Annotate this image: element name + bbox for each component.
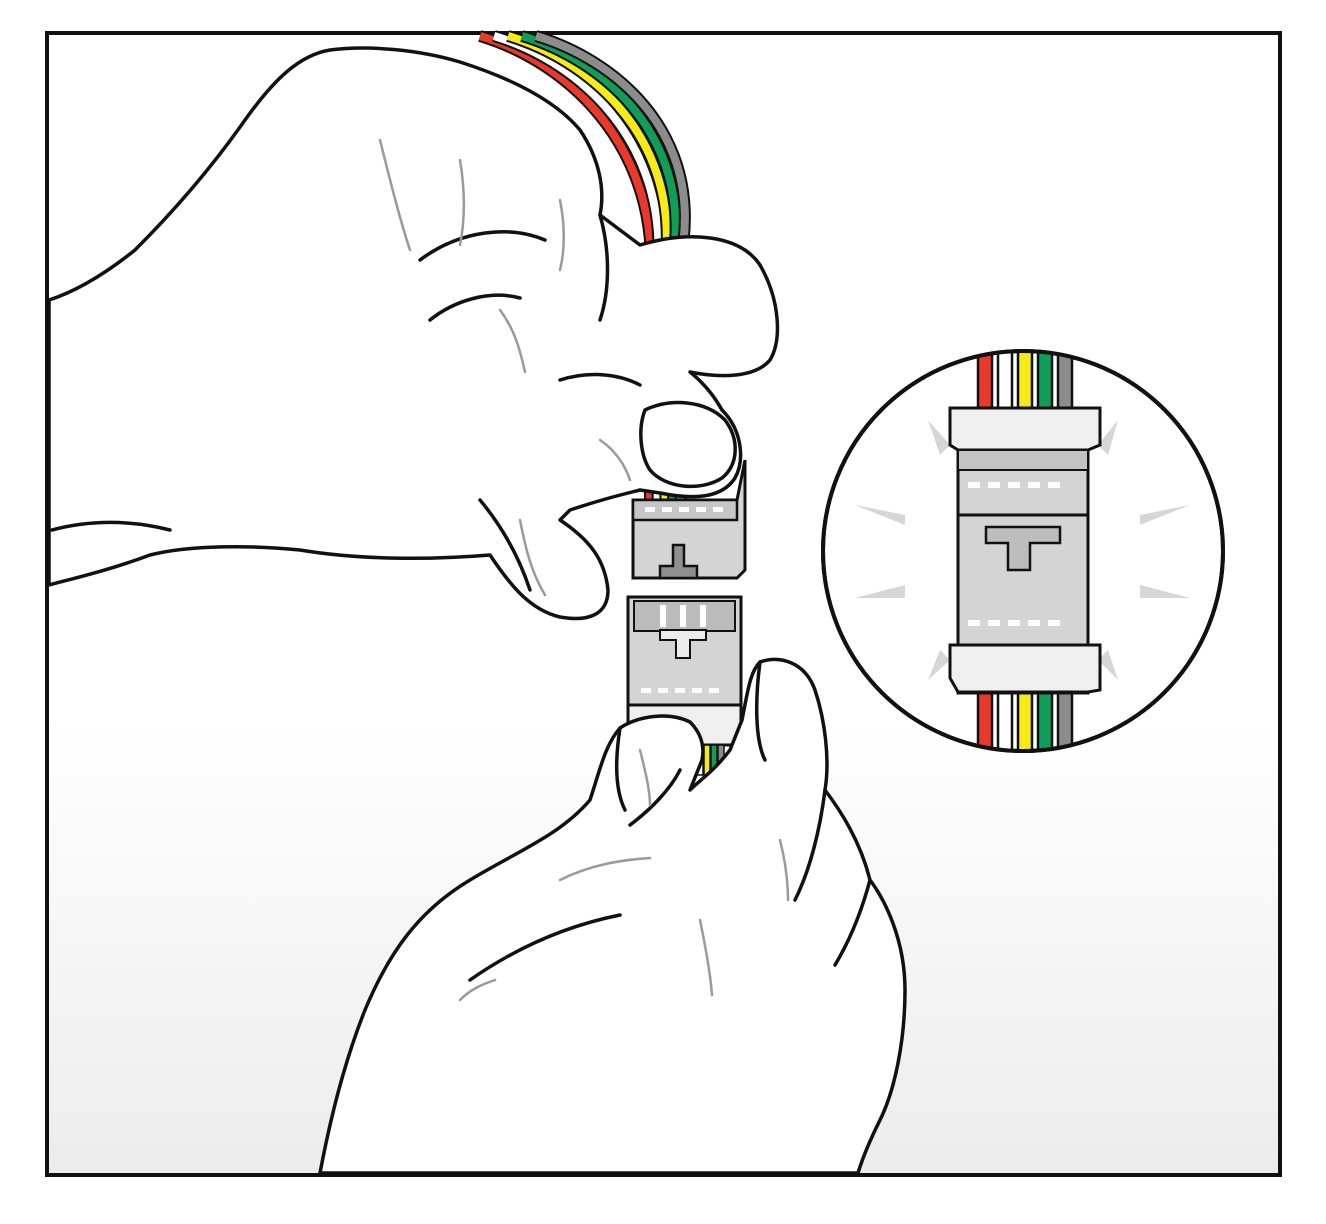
hand-pinching-icon <box>47 46 780 621</box>
glow-rays <box>855 420 1190 680</box>
connector-vents-upper <box>645 507 723 512</box>
inset-vents-top <box>968 482 1060 488</box>
female-connector-icon <box>631 459 747 580</box>
t-latch-icon <box>984 525 1062 572</box>
connector-pins <box>660 605 706 627</box>
t-latch-icon <box>659 629 707 659</box>
wire-gray <box>534 32 689 501</box>
hand-shading-lower <box>458 748 790 1002</box>
inset-wires-bottom <box>976 688 1074 751</box>
t-latch-icon <box>658 543 699 580</box>
wire-bundle-upper <box>478 30 691 501</box>
magnified-connection-icon <box>821 349 1225 753</box>
hand-shading-upper <box>378 138 632 597</box>
male-connector-icon <box>626 595 743 747</box>
hand-holding-icon <box>318 657 907 1175</box>
inset-vents-bottom <box>968 620 1060 626</box>
connector-vents-lower <box>641 688 719 693</box>
